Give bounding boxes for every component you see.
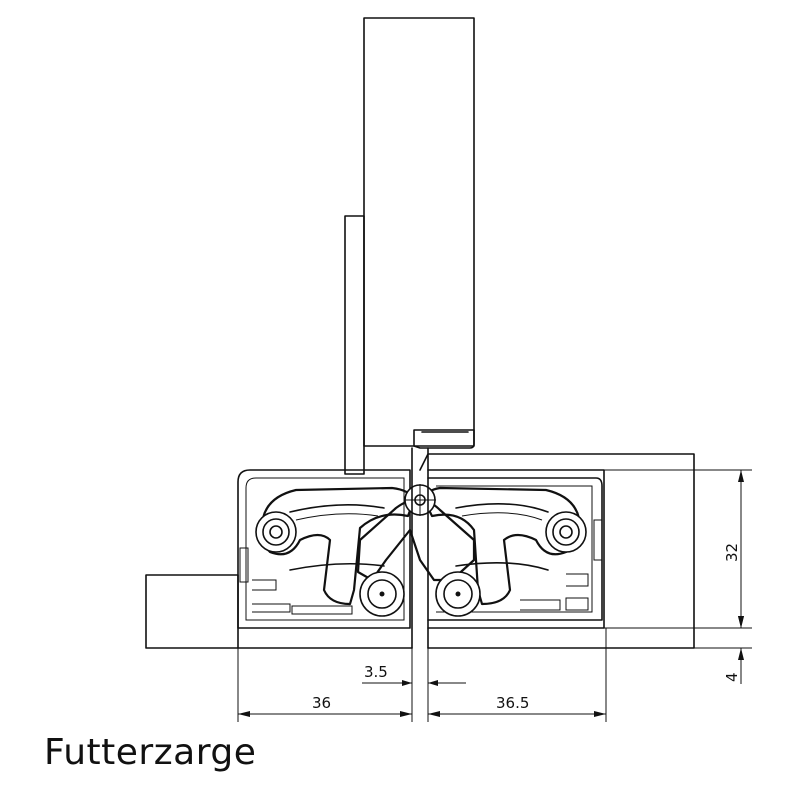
frame-block <box>419 453 695 649</box>
dim-body-height: 32 <box>723 470 744 628</box>
pivot-right-lower <box>435 571 481 617</box>
pivot-right-outer <box>545 511 587 553</box>
extension-lines <box>237 469 752 722</box>
pivot-left-lower <box>359 571 405 617</box>
hinge-housing <box>237 469 603 629</box>
door-leaf <box>344 17 475 475</box>
caption-label: Futterzarge <box>44 732 257 773</box>
dim-gap-label: 3.5 <box>364 663 388 681</box>
dim-right-width-label: 36.5 <box>496 694 529 712</box>
left-arm <box>260 486 416 606</box>
gap-lines <box>411 447 429 649</box>
dim-offset: 4 <box>723 614 744 684</box>
dim-body-height-label: 32 <box>723 543 741 562</box>
dim-gap: 3.5 <box>362 663 466 686</box>
right-arm <box>422 486 582 606</box>
dim-right-width: 36.5 <box>428 694 606 717</box>
dim-left-width: 36 <box>238 694 412 717</box>
dim-left-width-label: 36 <box>312 694 331 712</box>
dim-offset-label: 4 <box>723 672 741 682</box>
pivot-left-outer <box>255 511 297 553</box>
